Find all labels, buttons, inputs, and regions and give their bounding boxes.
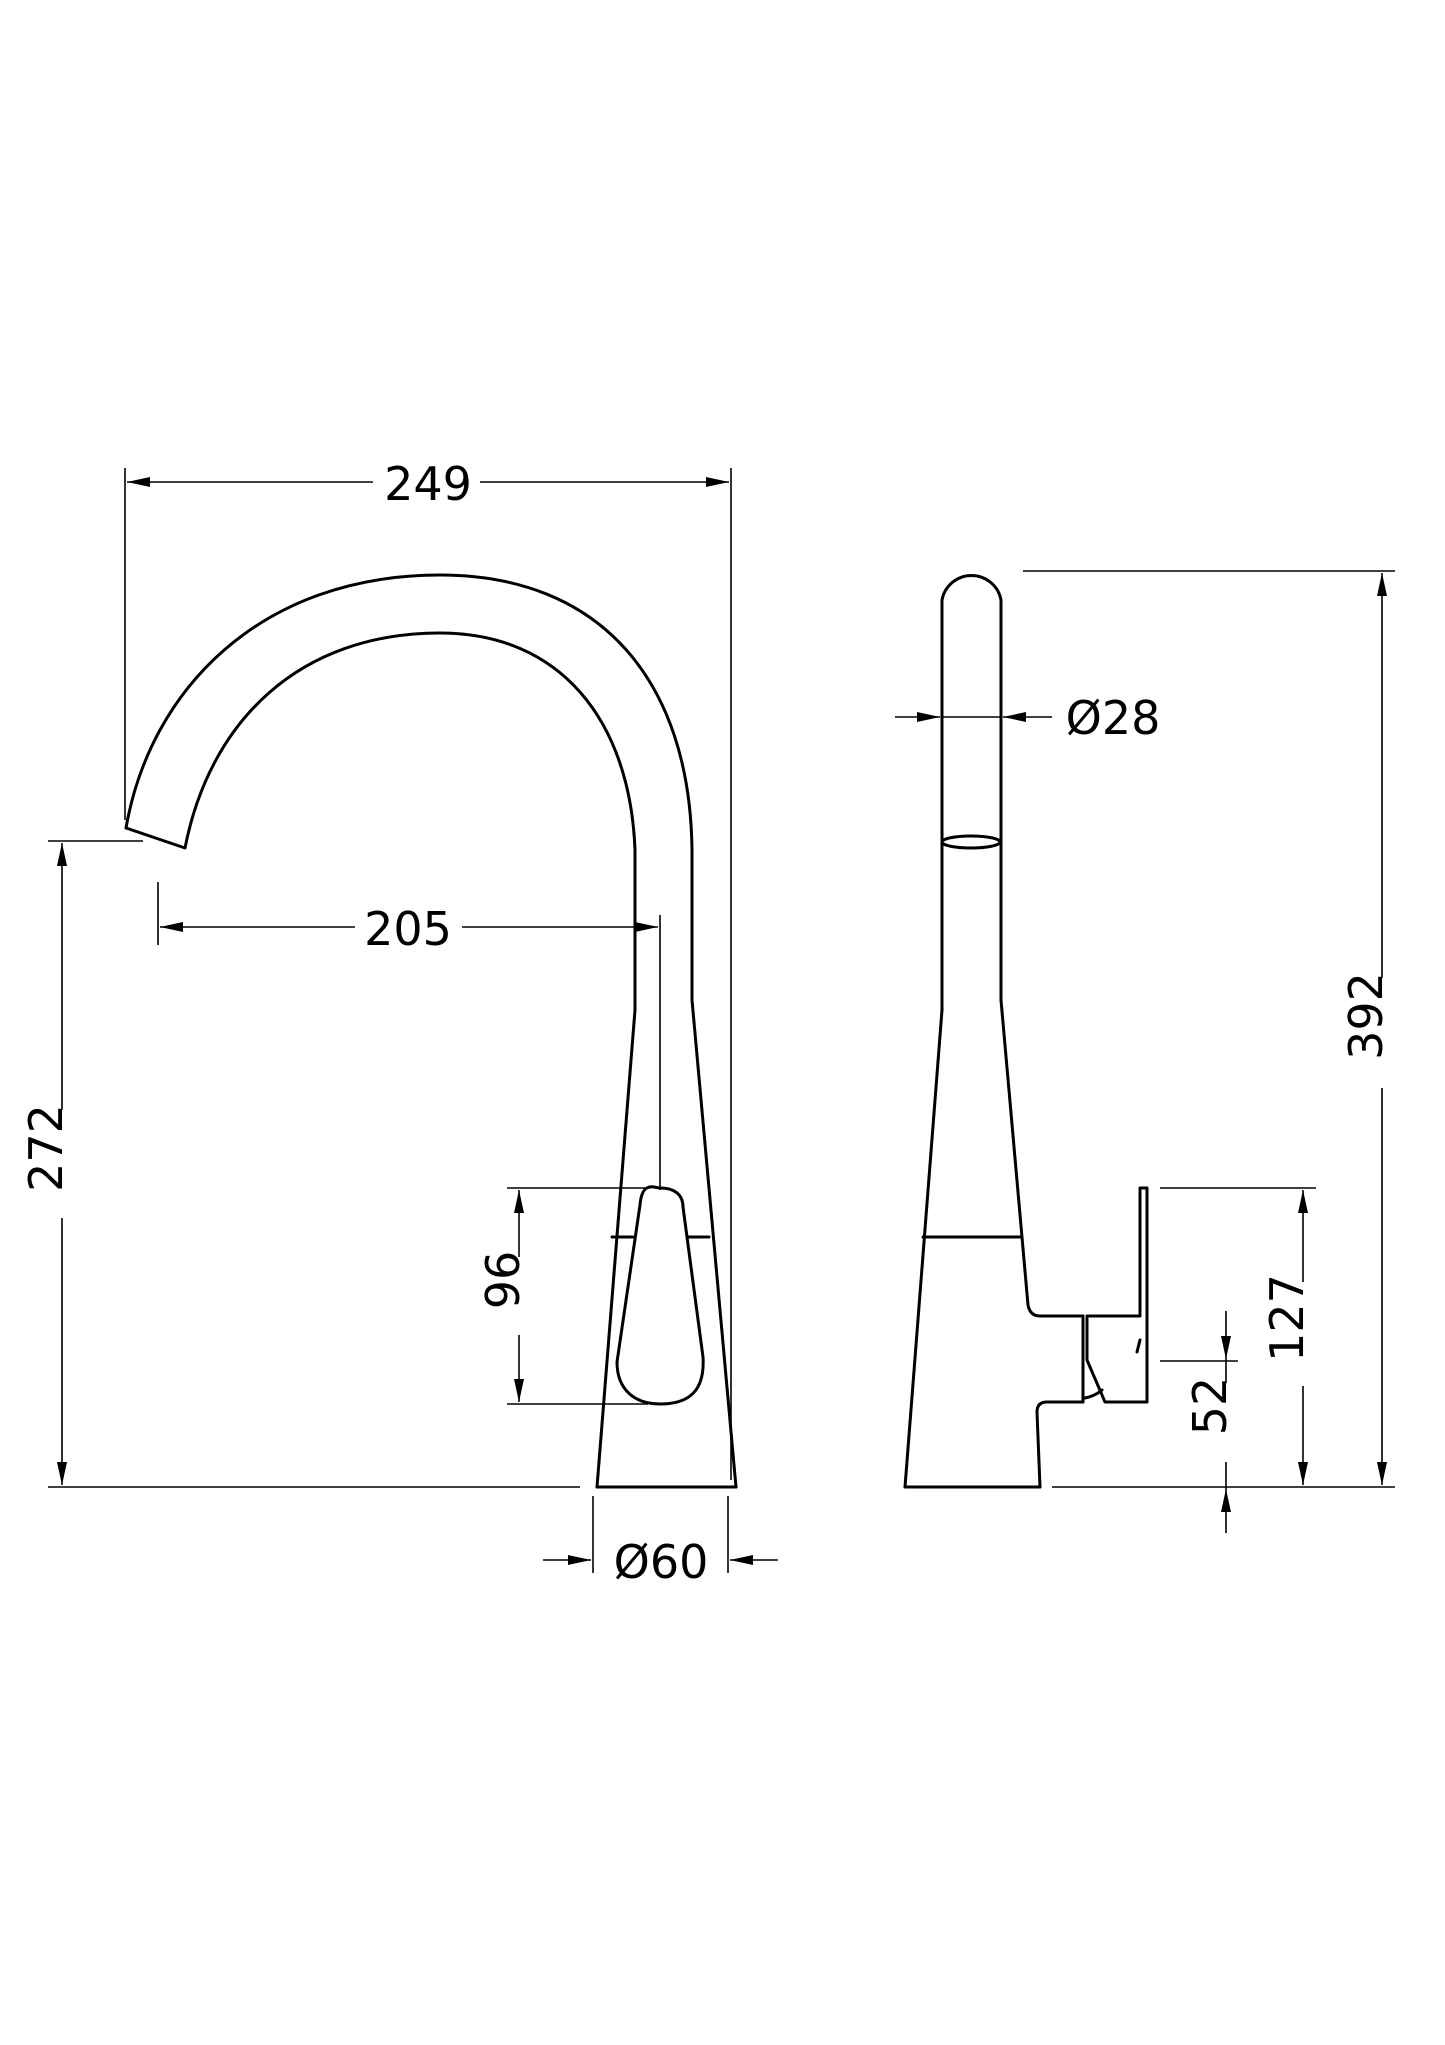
handle-lever xyxy=(615,1185,705,1406)
side-spout-ring xyxy=(940,834,1002,850)
lever-height-label: 127 xyxy=(1260,1274,1314,1362)
spout-inner-curve xyxy=(183,631,637,1012)
side-lever-block xyxy=(1081,1186,1149,1404)
spout-reach-label: 205 xyxy=(364,902,452,956)
side-view: Ø28 392 127 52 xyxy=(895,570,1395,1533)
spout-tip xyxy=(124,826,187,850)
side-body-left xyxy=(903,1008,944,1489)
body-left-edge xyxy=(595,1008,637,1489)
side-lever-arc xyxy=(1083,1388,1104,1400)
side-body-lower-right xyxy=(1035,1400,1085,1489)
spout-height-label: 272 xyxy=(19,1104,73,1192)
side-body-right xyxy=(999,998,1085,1318)
handle-height-label: 96 xyxy=(476,1251,530,1310)
side-lever-tick xyxy=(1135,1338,1142,1354)
lever-offset-label: 52 xyxy=(1183,1377,1237,1436)
spout-outer-curve xyxy=(124,573,694,1002)
front-view: 249 205 272 96 Ø60 xyxy=(19,457,778,1589)
overall-height-label: 392 xyxy=(1339,972,1393,1060)
spout-diameter-label: Ø28 xyxy=(1066,691,1161,745)
body-right-edge xyxy=(690,998,738,1489)
overall-width-label: 249 xyxy=(384,457,472,511)
side-spout-tube xyxy=(940,574,1003,1012)
base-diameter-label: Ø60 xyxy=(614,1535,709,1589)
